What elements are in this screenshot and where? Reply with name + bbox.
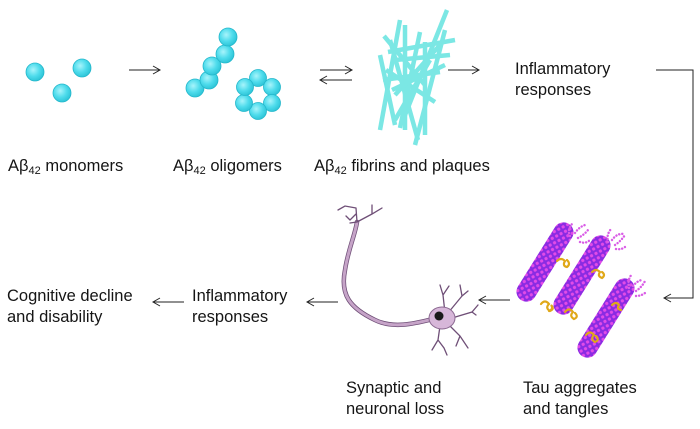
label-monomers: Aβ42 monomers <box>8 156 123 177</box>
label-line-2: and disability <box>7 308 103 326</box>
label-tau: Tau aggregates and tangles <box>523 378 637 420</box>
label-cognitive: Cognitive decline and disability <box>7 286 133 328</box>
oligomers-illustration <box>185 27 281 120</box>
label-line-1: Inflammatory <box>192 287 288 305</box>
label-neuronal-loss: Synaptic and neuronal loss <box>346 378 444 420</box>
neuron-illustration <box>337 204 479 356</box>
fibrils-illustration <box>377 9 456 146</box>
reversible-arrow <box>318 65 354 85</box>
label-prefix: Aβ <box>173 157 194 175</box>
label-text: oligomers <box>205 157 282 175</box>
label-text: monomers <box>40 157 124 175</box>
label-inflammatory-bottom: Inflammatory responses <box>192 286 287 328</box>
label-prefix: Aβ <box>314 157 335 175</box>
elbow-connector-inflammation-to-tau <box>656 69 694 303</box>
label-line-2: responses <box>515 81 592 99</box>
monomers-illustration <box>25 58 92 103</box>
tau-aggregates-illustration <box>516 222 647 358</box>
label-line-1: Tau aggregates <box>523 379 637 397</box>
label-subscript: 42 <box>334 165 347 177</box>
label-line-1: Inflammatory <box>515 60 611 78</box>
label-line-2: neuronal loss <box>346 400 445 418</box>
label-inflammatory-top: Inflammatory responses <box>515 59 610 101</box>
label-subscript: 42 <box>28 165 41 177</box>
label-fibrils: Aβ42 fibrins and plaques <box>314 156 490 177</box>
label-text: fibrins and plaques <box>346 157 490 175</box>
label-subscript: 42 <box>193 165 206 177</box>
label-oligomers: Aβ42 oligomers <box>173 156 282 177</box>
label-prefix: Aβ <box>8 157 29 175</box>
label-line-1: Synaptic and <box>346 379 442 397</box>
label-line-1: Cognitive decline <box>7 287 133 305</box>
label-line-2: responses <box>192 308 269 326</box>
label-line-2: and tangles <box>523 400 609 418</box>
